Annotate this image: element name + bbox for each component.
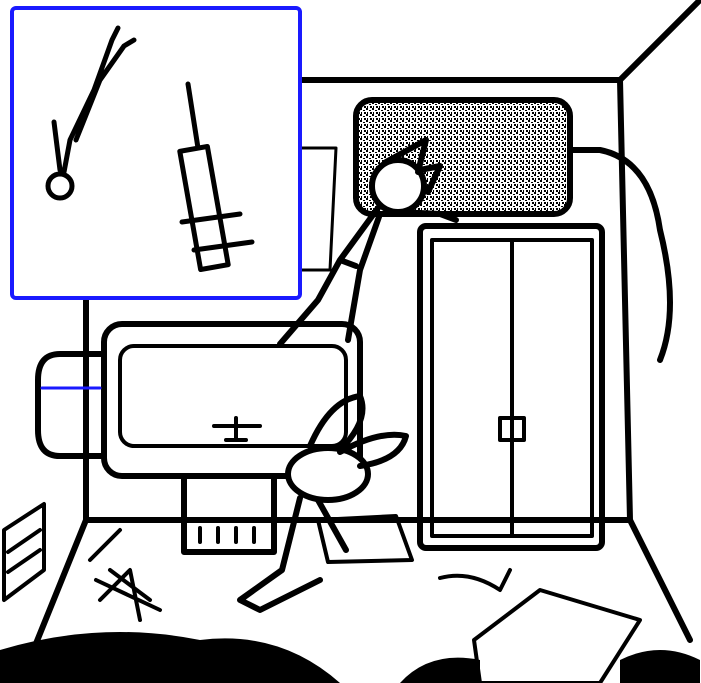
wall-vent[interactable] bbox=[2, 502, 46, 602]
dropped-item[interactable] bbox=[438, 568, 512, 592]
character-body[interactable] bbox=[277, 205, 383, 347]
scanner-front bbox=[35, 351, 107, 459]
floor-mat[interactable] bbox=[316, 514, 414, 564]
scattered-papers[interactable] bbox=[472, 588, 642, 683]
second-character-head[interactable] bbox=[285, 445, 371, 503]
hanging-figure-icon[interactable] bbox=[45, 25, 137, 201]
syringe-icon[interactable] bbox=[177, 81, 255, 273]
wall-poster bbox=[294, 146, 338, 272]
cabinet-handle[interactable] bbox=[498, 416, 526, 458]
ink-puddle bbox=[0, 632, 340, 683]
item-inspect-panel[interactable] bbox=[10, 6, 302, 300]
broken-glass bbox=[88, 528, 162, 622]
cabinet[interactable] bbox=[417, 223, 605, 551]
second-character-body[interactable] bbox=[237, 495, 349, 613]
scanner-base bbox=[181, 473, 277, 555]
cable bbox=[567, 147, 673, 363]
back-wall bbox=[17, 0, 701, 683]
character-ears bbox=[383, 137, 443, 195]
